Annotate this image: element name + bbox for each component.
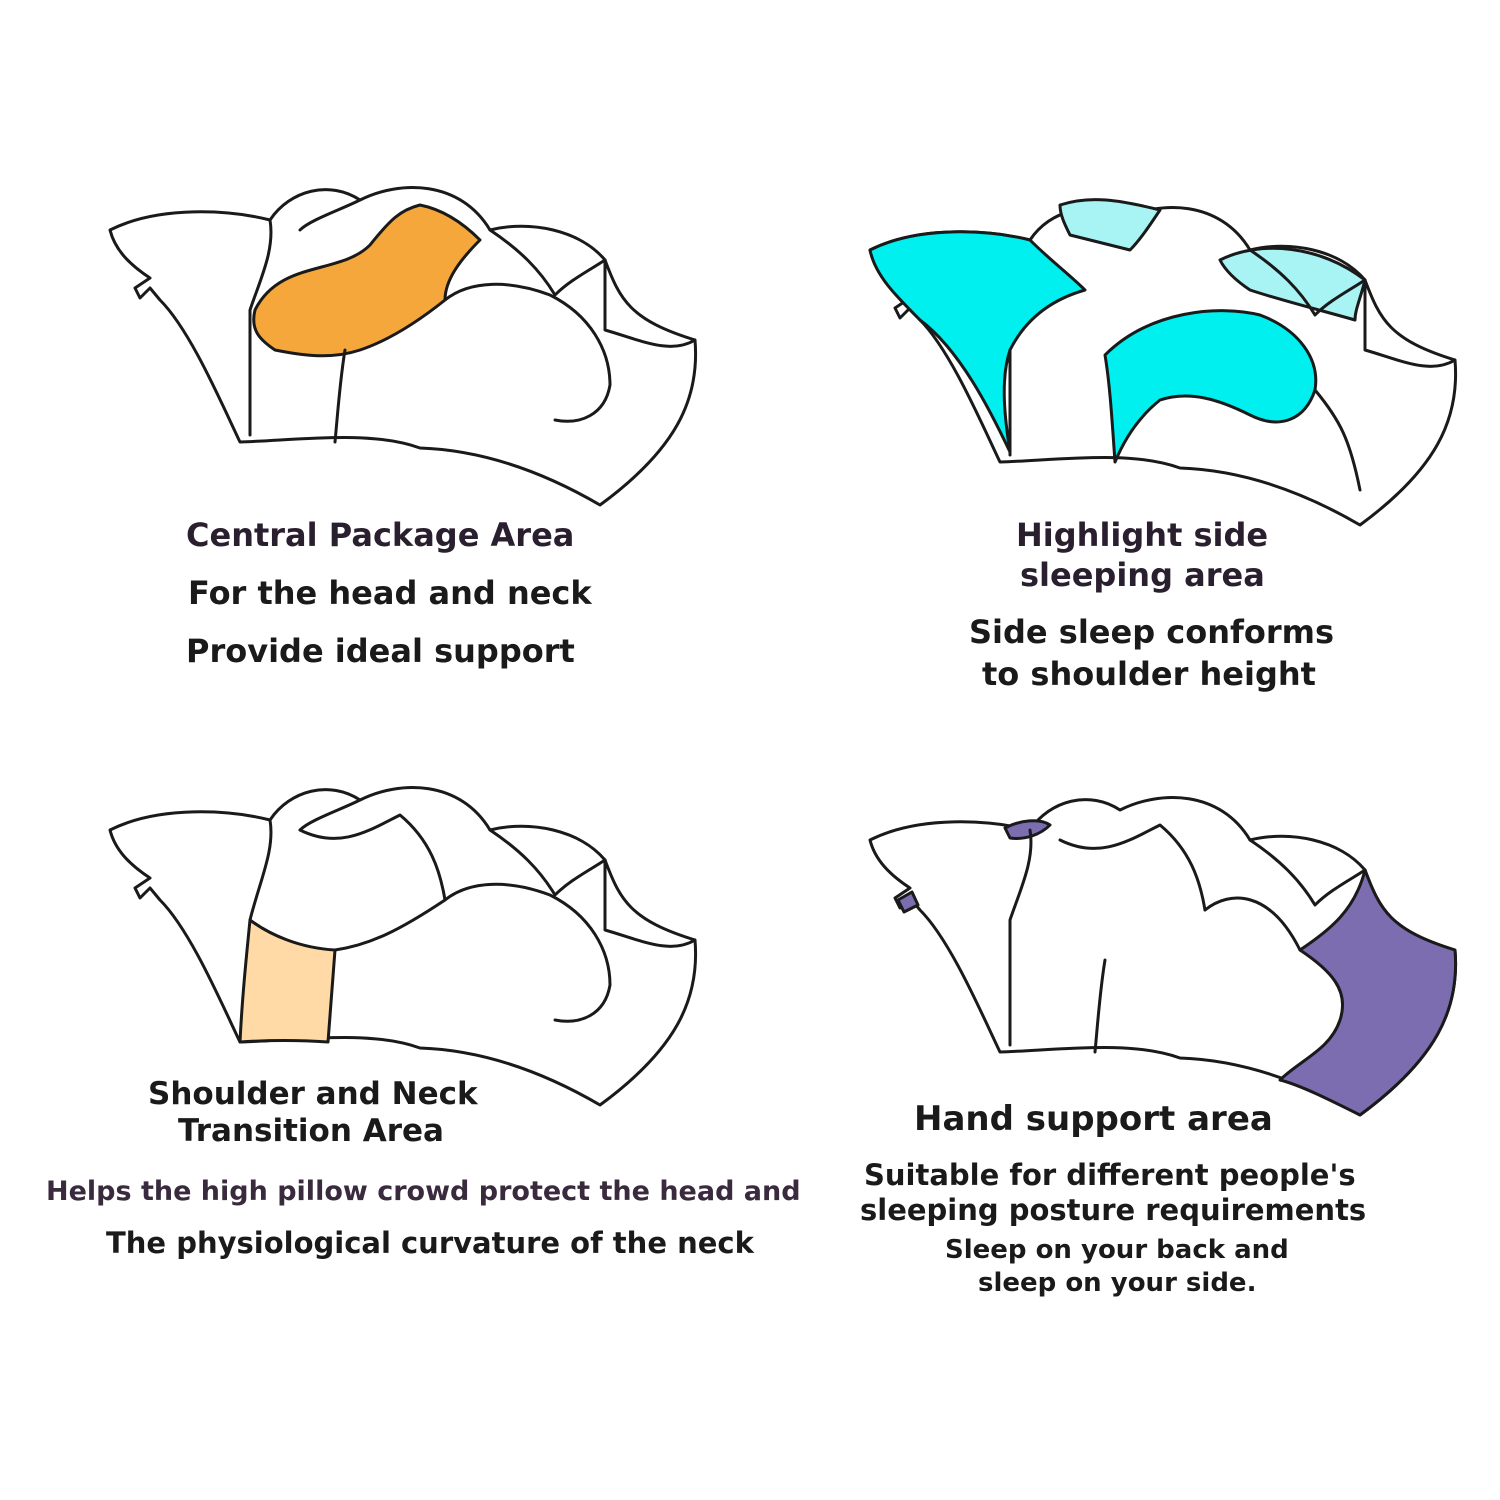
panel-central: Central Package Area For the head and ne… bbox=[0, 0, 750, 750]
panel-line: sleeping posture requirements bbox=[860, 1193, 1367, 1227]
hand-zone-small bbox=[1003, 819, 1052, 840]
pillow-side-illustration bbox=[868, 198, 1458, 527]
panel-title: Transition Area bbox=[178, 1113, 444, 1149]
pillow-detail-line bbox=[488, 828, 607, 897]
pillow-detail-line bbox=[603, 858, 697, 948]
pillow-transition-illustration bbox=[108, 786, 698, 1107]
pillow-detail-line bbox=[298, 798, 362, 832]
pillow-hand-illustration bbox=[868, 796, 1458, 1117]
pillow-detail-line bbox=[1313, 388, 1362, 492]
pillow-detail-line bbox=[443, 882, 612, 1023]
hand-zone-tip bbox=[896, 890, 920, 914]
pillow-detail-line bbox=[333, 348, 347, 444]
pillow-detail-line bbox=[1203, 896, 1302, 952]
panel-line: The physiological curvature of the neck bbox=[106, 1226, 754, 1260]
side-zone-top bbox=[1058, 198, 1162, 252]
pillow-central-illustration bbox=[108, 186, 698, 507]
pillow-detail-line bbox=[1363, 278, 1457, 368]
panel-title: sleeping area bbox=[1020, 556, 1265, 594]
panel-subline: Sleep on your back and bbox=[945, 1235, 1289, 1265]
pillow-detail-line bbox=[1008, 828, 1033, 1047]
pillow-detail-line bbox=[1248, 838, 1367, 907]
panel-line: Helps the high pillow crowd protect the … bbox=[46, 1176, 801, 1207]
panel-line: Suitable for different people's bbox=[864, 1158, 1356, 1192]
panel-line: Side sleep conforms bbox=[969, 613, 1335, 651]
side-zone-right bbox=[1103, 309, 1318, 464]
pillow-detail-line bbox=[488, 228, 607, 297]
pillow-detail-line bbox=[1093, 958, 1107, 1054]
pillow-detail-line bbox=[443, 282, 612, 423]
pillow-detail-line bbox=[298, 198, 362, 232]
pillow-detail-line bbox=[248, 218, 273, 437]
panel-title: Highlight side bbox=[1016, 516, 1269, 554]
pillow-detail-line bbox=[298, 813, 447, 902]
panel-transition: Shoulder and Neck Transition Area Helps … bbox=[0, 750, 801, 1500]
panel-title: Hand support area bbox=[914, 1099, 1273, 1139]
pillow-outline bbox=[108, 786, 698, 1107]
transition-zone bbox=[238, 918, 337, 1044]
pillow-outline bbox=[108, 186, 698, 507]
panel-title: Shoulder and Neck bbox=[148, 1076, 478, 1112]
panel-title: Central Package Area bbox=[186, 516, 575, 554]
pillow-detail-line bbox=[1058, 823, 1207, 912]
panel-line: Provide ideal support bbox=[186, 632, 575, 670]
central-zone bbox=[252, 203, 482, 358]
panel-hand: Hand support area Suitable for different… bbox=[750, 750, 1500, 1500]
panel-line: For the head and neck bbox=[188, 574, 592, 612]
panel-side: Highlight side sleeping area Side sleep … bbox=[750, 0, 1500, 750]
pillow-detail-line bbox=[248, 818, 273, 922]
panel-subline: sleep on your side. bbox=[978, 1268, 1257, 1298]
panel-line: to shoulder height bbox=[982, 655, 1316, 693]
pillow-detail-line bbox=[603, 258, 697, 348]
pillow-detail-line bbox=[333, 898, 447, 952]
pillow-detail-line bbox=[1248, 248, 1367, 317]
